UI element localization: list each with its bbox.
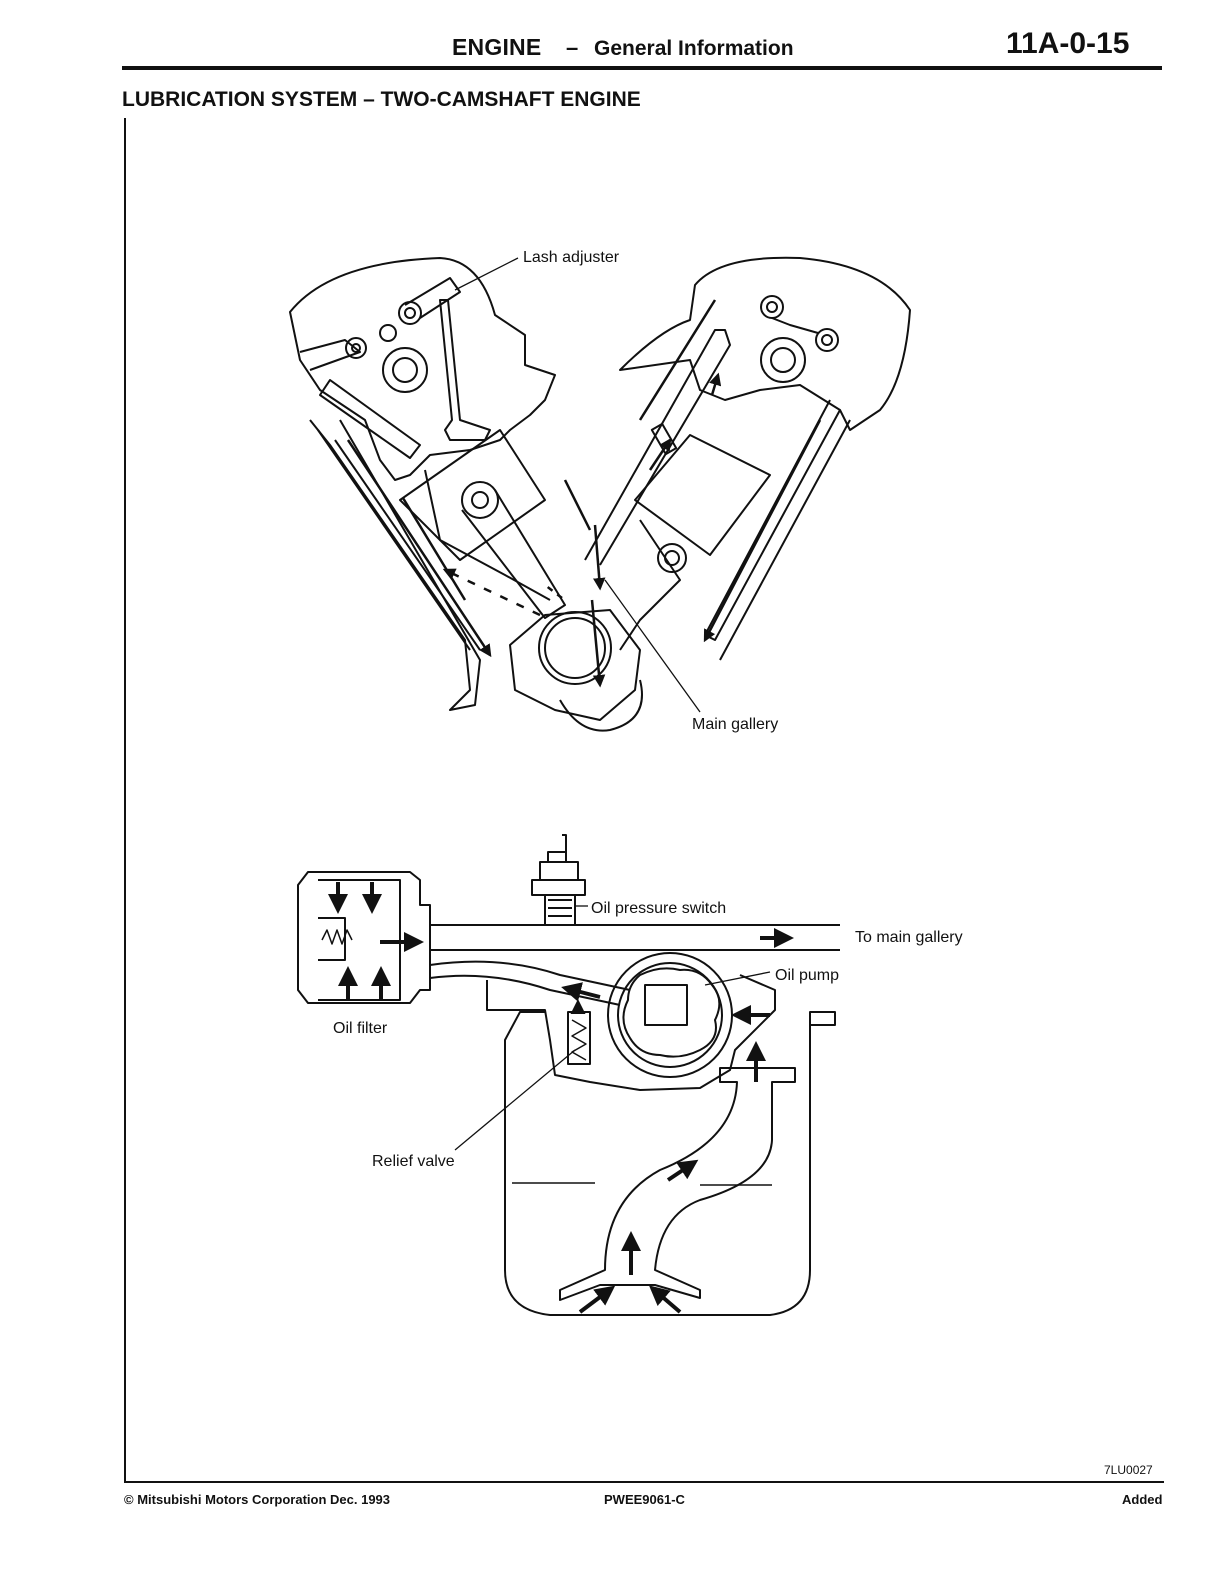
right-piston bbox=[635, 435, 770, 555]
right-lash-spring bbox=[652, 424, 676, 454]
oil-pump-label: Oil pump bbox=[775, 967, 839, 984]
right-cylinder-head bbox=[620, 258, 910, 430]
footer-copyright: © Mitsubishi Motors Corporation Dec. 199… bbox=[124, 1492, 390, 1507]
left-camshaft bbox=[383, 348, 427, 392]
oil-flow-arrows bbox=[348, 300, 820, 685]
oil-filter-housing bbox=[298, 872, 430, 1003]
footer-doc-number: PWEE9061-C bbox=[604, 1492, 685, 1507]
right-camshaft bbox=[761, 338, 805, 382]
oil-circuit bbox=[298, 835, 840, 1315]
relief-valve-label: Relief valve bbox=[372, 1153, 455, 1170]
oil-filter-label: Oil filter bbox=[333, 1020, 388, 1037]
crank-lower-arc bbox=[560, 680, 642, 731]
oil-pump-outer-rotor bbox=[608, 953, 732, 1077]
right-rocker-pivot bbox=[761, 296, 783, 318]
crankshaft-journal bbox=[539, 612, 611, 684]
oil-pressure-switch-label: Oil pressure switch bbox=[591, 900, 726, 917]
oil-pickup-tube bbox=[560, 1068, 795, 1300]
to-main-gallery-label: To main gallery bbox=[855, 929, 963, 946]
left-wrist-pin bbox=[462, 482, 498, 518]
relief-valve-leader bbox=[455, 1050, 575, 1150]
right-rocker-pivot-2 bbox=[816, 329, 838, 351]
left-piston bbox=[400, 430, 545, 560]
main-gallery-label: Main gallery bbox=[692, 716, 778, 733]
filter-spring-icon bbox=[322, 930, 352, 944]
oil-pressure-switch bbox=[532, 835, 585, 925]
lash-adjuster-label: Lash adjuster bbox=[523, 249, 620, 266]
oil-pump-body bbox=[487, 975, 775, 1090]
footer-status: Added bbox=[1122, 1492, 1162, 1507]
relief-spring-icon bbox=[572, 1020, 586, 1060]
oil-pump-inner-gear bbox=[623, 968, 719, 1056]
left-valve bbox=[440, 300, 490, 440]
left-rocker-pivot bbox=[399, 302, 421, 324]
crankcase-right bbox=[620, 520, 680, 650]
crankcase-left bbox=[425, 470, 550, 600]
lash-adjuster-leader bbox=[455, 258, 518, 290]
main-gallery-leader bbox=[605, 580, 700, 712]
engine-cross-section bbox=[290, 258, 910, 731]
crank-counterweight bbox=[510, 610, 640, 720]
left-cylinder-wall-outer bbox=[310, 420, 480, 710]
figure-code: 7LU0027 bbox=[1104, 1463, 1153, 1477]
